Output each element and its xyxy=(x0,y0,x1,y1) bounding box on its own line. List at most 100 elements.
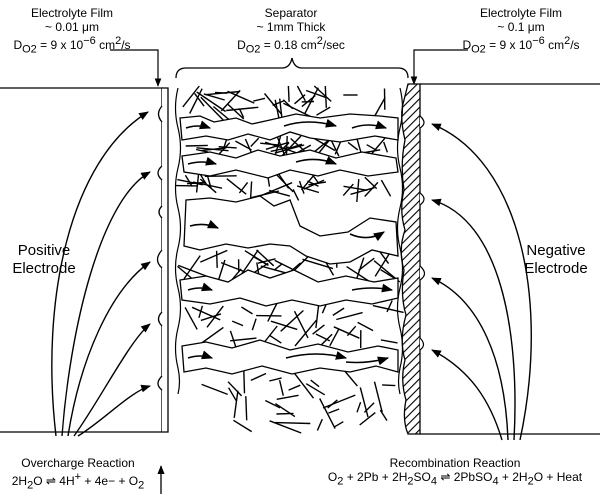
negative-electrode-film xyxy=(400,83,421,435)
fiber xyxy=(364,176,378,190)
negative-line-1: Negative xyxy=(526,242,586,259)
fiber xyxy=(293,372,315,399)
fiber xyxy=(212,105,230,121)
fiber xyxy=(283,102,313,118)
positive-electrode-film xyxy=(156,87,169,433)
fiber xyxy=(226,103,245,120)
gas-flow-arrows xyxy=(185,118,394,366)
fiber xyxy=(270,320,298,331)
fiber xyxy=(333,326,360,339)
fiber xyxy=(342,183,354,197)
overcharge-arrows xyxy=(51,111,151,437)
fiber xyxy=(290,137,306,152)
fiber xyxy=(305,383,326,396)
fiber xyxy=(227,387,237,402)
recombination-arrows xyxy=(431,123,532,441)
fiber xyxy=(336,311,363,321)
fiber xyxy=(270,146,290,153)
fiber xyxy=(285,135,288,155)
fiber xyxy=(359,412,376,426)
fiber xyxy=(238,108,245,118)
fiber xyxy=(356,179,360,203)
separator-diffusivity: DO2 = 0.18 cm2/sec xyxy=(237,35,345,56)
fiber xyxy=(379,409,388,421)
fiber xyxy=(383,141,389,153)
fiber xyxy=(357,321,374,332)
fiber xyxy=(220,261,246,273)
separator-brace xyxy=(175,57,409,79)
fiber xyxy=(218,146,237,149)
fiber xyxy=(296,185,320,194)
fiber xyxy=(250,137,260,147)
fiber xyxy=(343,369,358,387)
fiber xyxy=(243,369,246,394)
fiber xyxy=(303,87,319,115)
glass-fiber-mat xyxy=(175,85,404,434)
fiber xyxy=(184,307,198,330)
fiber xyxy=(214,91,228,94)
film-left-thickness: ~ 0.01 μm xyxy=(45,20,99,34)
fiber xyxy=(226,178,247,195)
fiber xyxy=(274,259,293,270)
fiber xyxy=(259,182,293,197)
fiber xyxy=(250,372,267,382)
fiber xyxy=(194,92,205,107)
fiber xyxy=(256,262,260,275)
fiber xyxy=(296,85,306,102)
fiber xyxy=(275,403,296,418)
recombination-reaction-label: Recombination Reaction O2 + 2Pb + 2H2SO4… xyxy=(314,456,596,488)
film-right-diffusivity: DO2 = 9 x 10−6 cm2/s xyxy=(462,35,580,56)
fiber xyxy=(189,88,203,114)
fiber xyxy=(253,97,266,102)
equilibrium-arrow-icon-2: ⇌ xyxy=(437,470,454,484)
negative-line-2: Electrode xyxy=(524,260,588,277)
fiber xyxy=(312,324,325,335)
film-leaders xyxy=(110,49,468,87)
fiber xyxy=(227,90,255,104)
fiber xyxy=(200,313,222,322)
overcharge-equation: 2H2O ⇌ 4H+ + 4e− + O2 xyxy=(11,471,145,492)
negative-bumps xyxy=(419,115,426,351)
fiber xyxy=(226,106,259,112)
fiber xyxy=(227,381,243,397)
positive-electrode-label: Positive Electrode xyxy=(4,242,84,278)
fiber xyxy=(315,333,331,342)
fiber xyxy=(330,140,340,157)
positive-line-1: Positive xyxy=(17,242,71,259)
fiber xyxy=(233,390,239,418)
fiber xyxy=(183,255,201,280)
fiber xyxy=(274,99,280,121)
fiber xyxy=(245,396,248,421)
fiber xyxy=(279,98,283,121)
fiber xyxy=(231,320,244,327)
fiber xyxy=(251,318,257,331)
recombination-equation: O2 + 2Pb + 2H2SO4 ⇌ 2PbSO4 + 2H2O + Heat xyxy=(327,470,583,488)
fiber xyxy=(358,257,375,271)
film-right-title: Electrolyte Film xyxy=(479,6,562,20)
fiber xyxy=(380,339,398,344)
fiber xyxy=(316,418,323,431)
fiber xyxy=(192,181,223,189)
fiber xyxy=(343,185,368,191)
fiber xyxy=(203,93,225,101)
fiber xyxy=(380,269,395,279)
fiber xyxy=(268,334,282,344)
fiber xyxy=(356,401,362,413)
overcharge-title: Overcharge Reaction xyxy=(21,456,135,470)
separator-title: Separator xyxy=(264,6,318,20)
film-right-label: Electrolyte Film ~ 0.1 μm DO2 = 9 x 10−6… xyxy=(450,6,592,56)
fiber xyxy=(191,306,221,321)
fiber xyxy=(256,249,275,267)
fiber xyxy=(319,398,336,429)
fiber xyxy=(382,384,396,387)
fiber xyxy=(303,179,325,190)
fiber xyxy=(310,379,320,388)
fiber xyxy=(233,419,253,433)
fiber xyxy=(280,309,304,332)
fiber xyxy=(184,174,193,187)
negative-electrode-label: Negative Electrode xyxy=(516,242,596,278)
fiber xyxy=(276,394,299,400)
fiber xyxy=(332,307,345,316)
fiber xyxy=(185,144,208,147)
